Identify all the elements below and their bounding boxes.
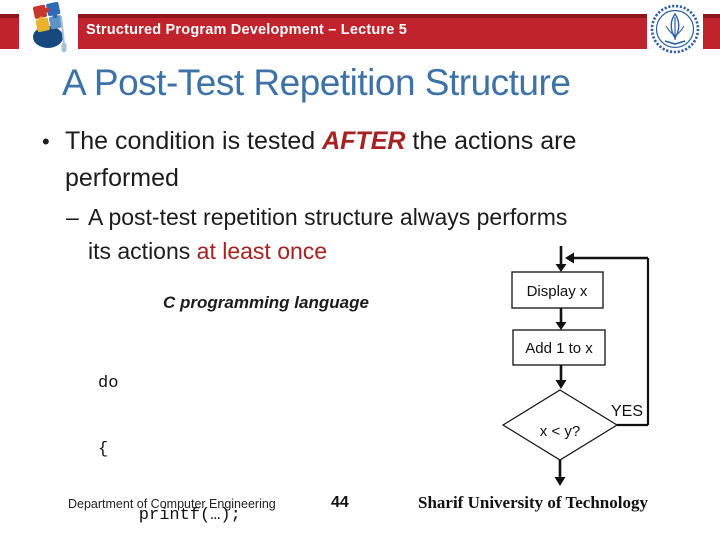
bullet1-line1: The condition is tested AFTER the action…	[65, 123, 672, 160]
bullet1-highlight: AFTER	[322, 127, 406, 155]
footer-university: Sharif University of Technology	[418, 493, 648, 512]
flowchart-box-add-label: Add 1 to x	[525, 340, 593, 357]
bullet-item-2: – A post-test repetition structure alway…	[66, 200, 666, 268]
bullet1-text-post: the actions are	[405, 127, 577, 155]
university-logo-panel	[647, 0, 703, 60]
code-line: printf(…);	[98, 506, 241, 525]
lecture-title: Structured Program Development – Lecture…	[86, 22, 408, 38]
code-line: do	[98, 374, 119, 393]
bullet-marker: •	[42, 129, 50, 154]
bullet1-line2: performed	[65, 164, 179, 192]
flowchart-box-display-label: Display x	[527, 283, 588, 300]
footer-department: Department of Computer Engineering	[68, 497, 276, 511]
code-caption: C programming language	[163, 293, 369, 312]
code-block: do { printf(…); x++; } while (x < y);	[98, 329, 261, 540]
flowchart-box-display	[511, 271, 604, 309]
code-line: {	[98, 440, 109, 459]
page-title: A Post-Test Repetition Structure	[62, 62, 571, 103]
page-number: 44	[331, 494, 349, 511]
bullet2-line1: A post-test repetition structure always …	[88, 204, 568, 230]
bullet2-text-pre: its actions	[88, 238, 197, 264]
flowchart-box-add	[512, 329, 606, 366]
flowchart-diagram: Display x Add 1 to x x < y? YES	[501, 246, 650, 486]
bullet-item-1: • The condition is tested AFTER the acti…	[42, 123, 672, 197]
sub-bullet-marker: –	[66, 204, 79, 230]
flowchart-decision-label: x < y?	[540, 423, 580, 440]
bullet2-highlight: at least once	[196, 238, 328, 264]
header-bar	[0, 14, 720, 49]
bullet1-text-pre: The condition is tested	[65, 127, 323, 155]
flowchart-yes-label: YES	[611, 403, 643, 420]
bullet2-line2: its actions at least once	[88, 234, 666, 268]
course-logo-panel	[19, 0, 78, 61]
